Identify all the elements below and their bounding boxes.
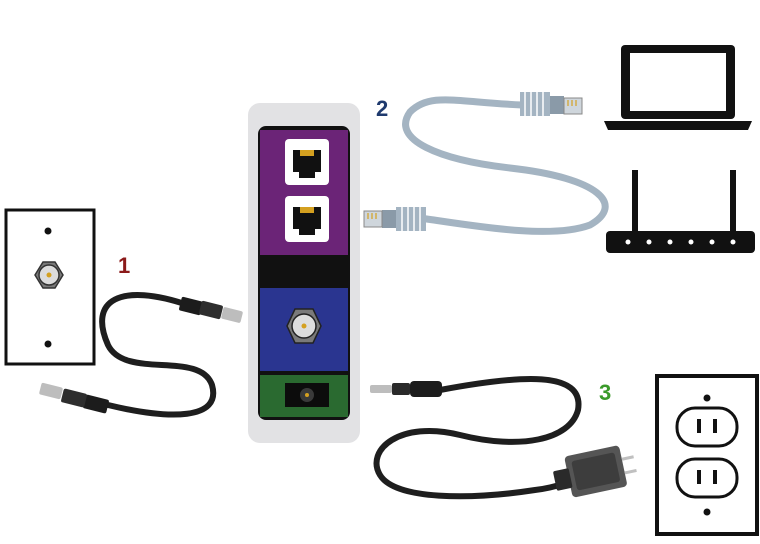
- modem-icon: [248, 103, 360, 443]
- step-2-label: 2: [376, 96, 388, 121]
- laptop-icon: [604, 45, 752, 130]
- power-cord: [370, 375, 637, 500]
- modem-power-port[interactable]: [285, 383, 329, 407]
- coaxial-cable: [39, 292, 243, 418]
- ethernet-cable: [363, 92, 609, 235]
- wall-coax-outlet-icon: [4, 208, 96, 366]
- ethernet-port-2[interactable]: [285, 196, 329, 242]
- modem-coax-port[interactable]: [286, 308, 322, 344]
- step-1-label: 1: [118, 253, 130, 278]
- router-icon: [606, 170, 755, 253]
- electrical-outlet-icon: [655, 374, 759, 536]
- ethernet-port-1[interactable]: [285, 139, 329, 185]
- step-3-label: 3: [599, 380, 611, 405]
